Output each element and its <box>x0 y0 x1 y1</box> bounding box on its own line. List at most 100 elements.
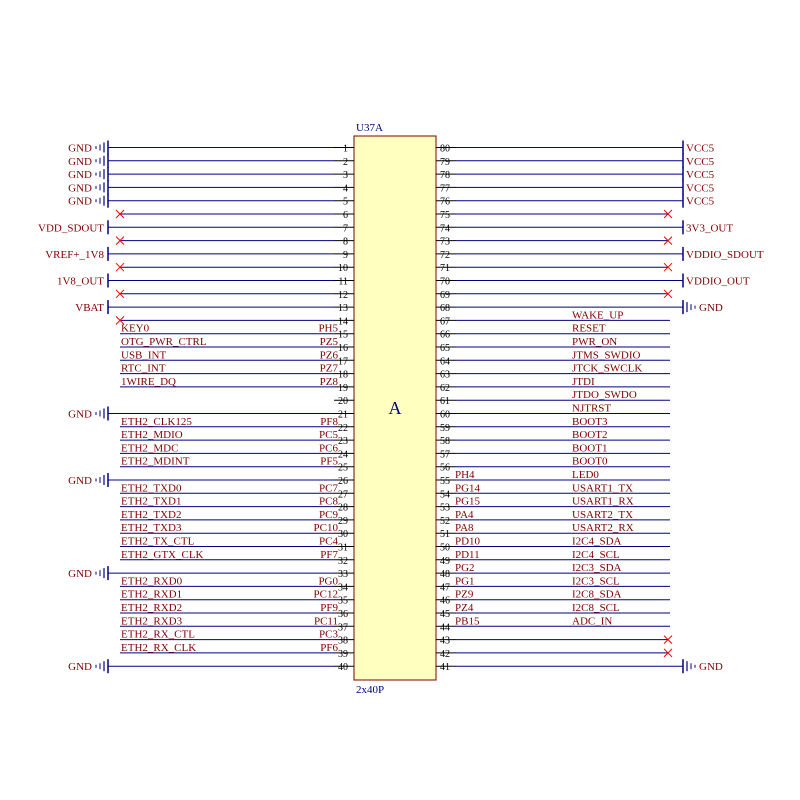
pin-number: 51 <box>440 529 450 540</box>
gnd-symbol-right <box>682 300 696 315</box>
pin-number: 14 <box>338 316 348 327</box>
gnd-net-label: GND <box>68 409 92 421</box>
gpio-label: PC12 <box>314 589 338 601</box>
pin-number: 77 <box>440 183 450 194</box>
net-label: ETH2_RXD1 <box>121 589 182 601</box>
no-connect-marker <box>663 236 673 245</box>
gnd-net-label: GND <box>699 661 723 673</box>
pin-number: 11 <box>338 277 348 288</box>
no-connect-marker <box>663 262 673 272</box>
gnd-symbol-left <box>95 406 109 421</box>
pin-number: 34 <box>338 582 348 593</box>
gnd-symbol-left <box>95 566 109 581</box>
pin-number: 52 <box>440 516 450 527</box>
net-label: ETH2_RXD0 <box>121 575 183 587</box>
pin-number: 35 <box>338 596 348 607</box>
no-connect-marker <box>115 236 125 245</box>
net-label: JTMS_SWDIO <box>572 349 641 361</box>
net-label: ETH2_RXD3 <box>121 615 183 627</box>
gpio-label: PC11 <box>314 615 338 627</box>
pin-number: 13 <box>338 303 348 314</box>
pins-layer <box>334 147 456 667</box>
pin-number: 47 <box>440 582 450 593</box>
net-label: RESET <box>572 323 606 335</box>
net-label: ETH2_RX_CTL <box>121 629 195 641</box>
gpio-label: PZ4 <box>455 602 474 614</box>
gpio-label: PA4 <box>455 509 474 521</box>
gnd-net-label: GND <box>68 182 92 194</box>
pin-number: 59 <box>440 423 450 434</box>
gnd-net-label: GND <box>68 156 92 168</box>
no-connect-marker <box>115 209 125 219</box>
pin-number: 48 <box>440 569 450 580</box>
pin-number: 71 <box>440 263 450 274</box>
net-label: ETH2_RXD2 <box>121 602 182 614</box>
wires-layer <box>108 147 683 667</box>
gpio-label: PZ6 <box>320 349 339 361</box>
gnd-symbol-left <box>95 140 109 155</box>
net-label: LED0 <box>572 469 599 481</box>
pin-number: 43 <box>440 636 450 647</box>
net-label: ETH2_TXD3 <box>121 522 182 534</box>
net-label: RTC_INT <box>121 363 166 375</box>
gnd-net-label: GND <box>68 169 92 181</box>
pin-number: 17 <box>338 356 348 367</box>
power-net-label: VDDIO_SDOUT <box>686 249 764 261</box>
no-connect-marker <box>663 648 673 658</box>
pin-number: 50 <box>440 543 450 554</box>
gnd-net-label: GND <box>68 196 92 208</box>
net-label: ETH2_GTX_CLK <box>121 549 204 561</box>
net-label: 1WIRE_DQ <box>121 376 176 388</box>
pin-number: 23 <box>338 436 348 447</box>
net-label: JTDO_SWDO <box>572 389 637 401</box>
pin-number: 4 <box>343 183 348 194</box>
component-body <box>353 135 437 681</box>
net-label: PWR_ON <box>572 336 617 348</box>
pin-number: 1 <box>343 144 348 155</box>
pin-number: 33 <box>338 569 348 580</box>
gpio-label: PH4 <box>455 469 475 481</box>
gnd-symbol-left <box>95 659 109 674</box>
pin-number: 2 <box>343 157 348 168</box>
gnd-symbol-right <box>682 659 696 674</box>
net-label: JTCK_SWCLK <box>572 363 642 375</box>
net-label: USART2_RX <box>572 522 634 534</box>
net-label: NJTRST <box>572 403 611 415</box>
pin-number: 31 <box>338 543 348 554</box>
gnd-net-label: GND <box>68 143 92 155</box>
gnd-net-label: GND <box>699 302 723 314</box>
pin-number: 30 <box>338 529 348 540</box>
net-label: BOOT0 <box>572 456 608 468</box>
pin-number: 28 <box>338 503 348 514</box>
gpio-label: PF6 <box>320 642 338 654</box>
power-net-label: VBAT <box>75 302 104 314</box>
pin-number: 68 <box>440 303 450 314</box>
net-label: I2C3_SCL <box>572 575 620 587</box>
gpio-label: PC9 <box>319 509 338 521</box>
part-designator: U37A <box>356 122 383 134</box>
pin-number: 22 <box>338 423 348 434</box>
pin-number: 54 <box>440 489 450 500</box>
gnd-symbol-left <box>95 167 109 182</box>
power-net-label: VDD_SDOUT <box>38 222 104 234</box>
net-label: ETH2_RX_CLK <box>121 642 196 654</box>
gpio-label: PC3 <box>319 629 338 641</box>
gpio-label: PF8 <box>320 416 338 428</box>
gpio-label: PF9 <box>320 602 338 614</box>
pin-number: 16 <box>338 343 348 354</box>
pin-number: 78 <box>440 170 450 181</box>
net-label: ETH2_CLK125 <box>121 416 192 428</box>
gpio-label: PG0 <box>318 575 338 587</box>
net-label: USART1_RX <box>572 496 634 508</box>
pin-number: 46 <box>440 596 450 607</box>
pin-number: 80 <box>440 144 450 155</box>
gnd-symbol-left <box>95 193 109 208</box>
pin-number: 15 <box>338 330 348 341</box>
power-net-label: VCC5 <box>686 169 715 181</box>
gpio-label: PF5 <box>320 456 338 468</box>
power-net-label: VCC5 <box>686 143 715 155</box>
gpio-label: PZ8 <box>320 376 339 388</box>
net-label: I2C3_SDA <box>572 562 622 574</box>
net-label: ETH2_MDIO <box>121 429 183 441</box>
pin-number: 21 <box>338 410 348 421</box>
